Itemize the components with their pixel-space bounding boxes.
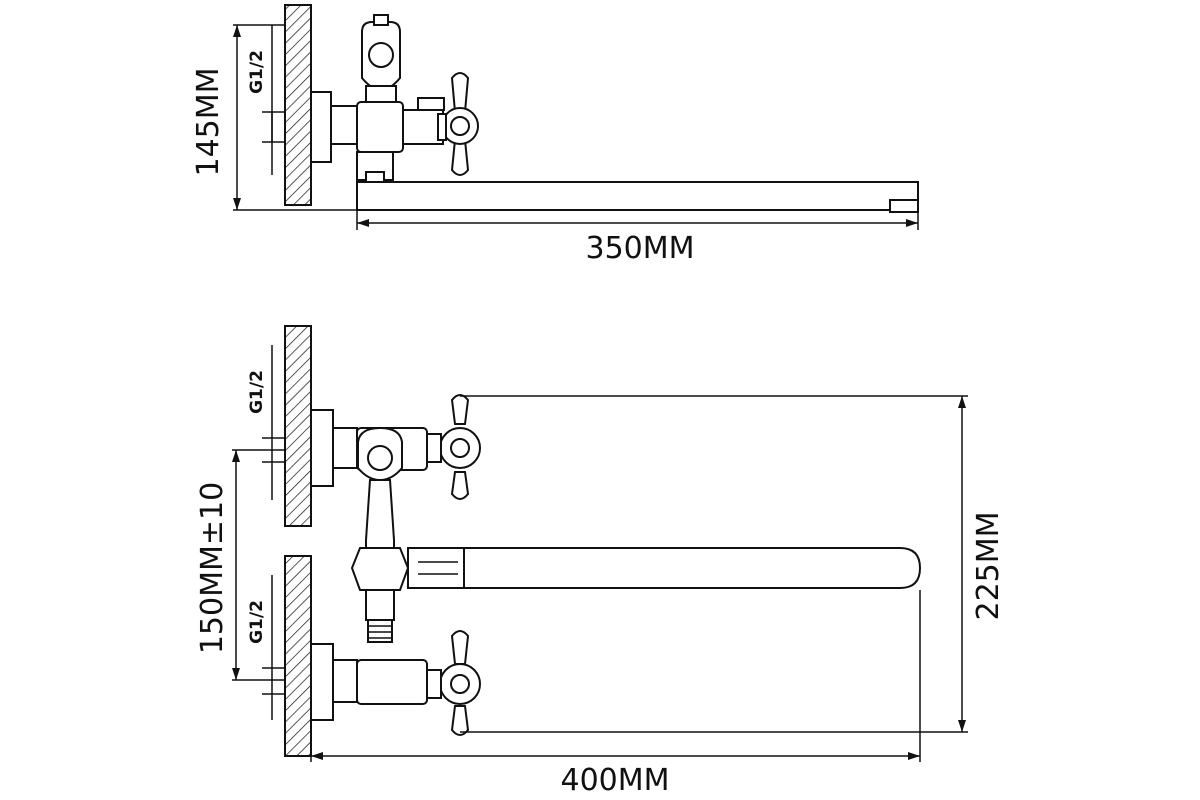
spout-joint — [350, 547, 410, 591]
spout-collar — [407, 547, 465, 589]
lower-thread-label: G1/2 — [247, 600, 267, 644]
top-thread-label: G1/2 — [247, 50, 267, 94]
wall-section — [284, 4, 312, 206]
lower-flange — [310, 643, 334, 721]
mixer-body — [356, 101, 404, 153]
spout — [463, 547, 922, 589]
lower-valve-body — [356, 659, 428, 705]
spout — [356, 181, 919, 211]
front-view: G1/2 G1/2 150MM±10 225MM 400MM — [195, 325, 1006, 798]
top-view: 145MM G1/2 350MM — [191, 4, 919, 266]
upper-nut — [332, 427, 358, 469]
connection-nut — [330, 105, 358, 145]
diverter — [417, 97, 445, 111]
upper-cross-handle-icon — [426, 394, 481, 500]
top-length-label: 350MM — [585, 231, 694, 266]
lower-nut — [332, 659, 358, 703]
wall-flange — [310, 91, 332, 163]
upper-thread-label: G1/2 — [247, 370, 267, 414]
lower-wall-section — [284, 555, 312, 757]
cross-handle-icon — [437, 72, 479, 176]
center-distance-label: 150MM±10 — [195, 482, 230, 654]
upper-flange — [310, 409, 334, 487]
upper-wall-section — [284, 325, 312, 527]
lower-cross-handle-icon — [426, 630, 481, 736]
front-length-label: 400MM — [560, 763, 669, 798]
front-height-label: 225MM — [971, 511, 1006, 620]
top-height-label: 145MM — [191, 67, 226, 176]
